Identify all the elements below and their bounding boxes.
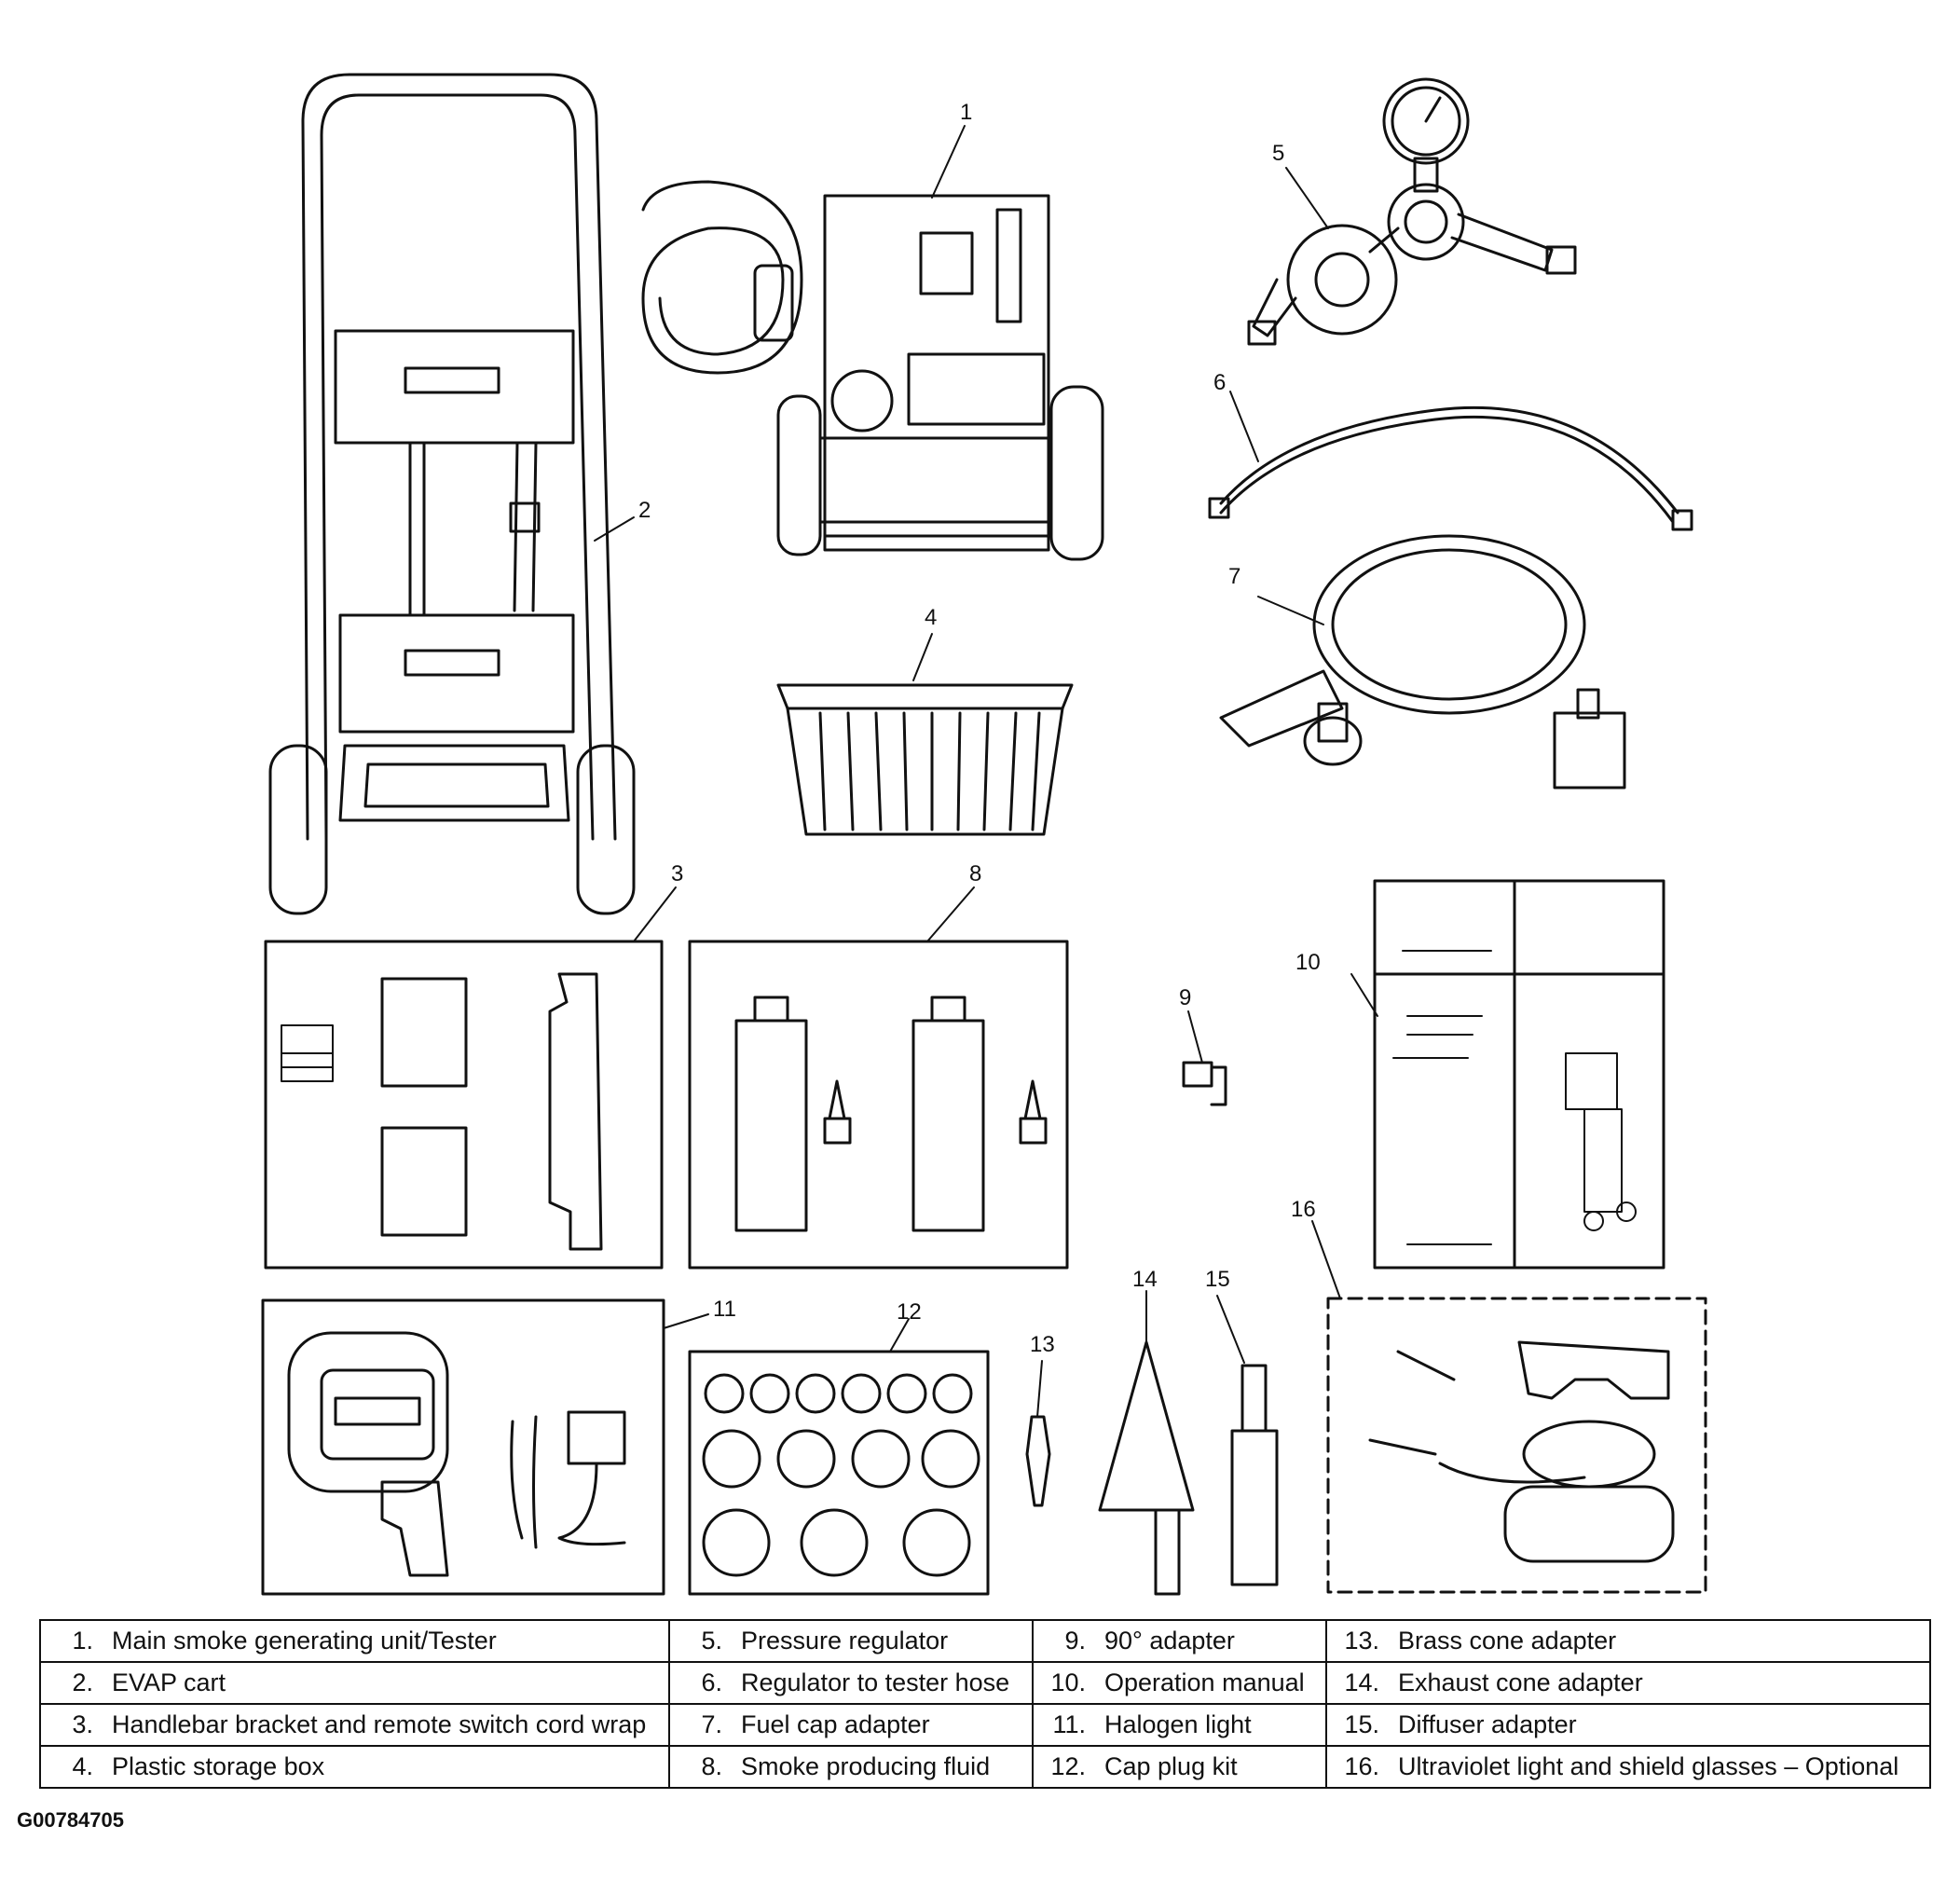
brass-cone-adapter xyxy=(1025,1415,1051,1507)
callout-9: 9 xyxy=(1179,985,1191,1010)
legend-item: 5.Pressure regulator xyxy=(668,1619,1034,1663)
callout-11: 11 xyxy=(713,1297,736,1322)
uv-light-kit xyxy=(1326,1297,1707,1594)
callout-1: 1 xyxy=(960,100,972,125)
figure-code: G00784705 xyxy=(17,1808,124,1832)
callout-14: 14 xyxy=(1132,1267,1158,1292)
callout-6: 6 xyxy=(1213,370,1226,395)
fuel-cap-adapter xyxy=(1219,534,1626,790)
callout-numbers: 1 2 3 4 5 6 7 8 9 10 11 12 13 14 15 16 xyxy=(638,100,1321,1357)
callout-2: 2 xyxy=(638,498,651,523)
legend-row: 2.EVAP cart 6.Regulator to tester hose 1… xyxy=(39,1661,1931,1705)
bracket-kit xyxy=(264,940,664,1270)
legend-item: 9.90° adapter xyxy=(1032,1619,1327,1663)
ninety-degree-adapter xyxy=(1182,1061,1227,1106)
evap-cart xyxy=(268,73,636,915)
legend-item: 7.Fuel cap adapter xyxy=(668,1703,1034,1747)
legend-item: 14.Exhaust cone adapter xyxy=(1325,1661,1931,1705)
legend-row: 3.Handlebar bracket and remote switch co… xyxy=(39,1703,1931,1747)
legend-row: 1.Main smoke generating unit/Tester 5.Pr… xyxy=(39,1619,1931,1663)
operation-manual xyxy=(1373,879,1665,1270)
storage-box xyxy=(776,683,1074,836)
callout-5: 5 xyxy=(1272,141,1284,166)
legend-item: 8.Smoke producing fluid xyxy=(668,1745,1034,1789)
callout-7: 7 xyxy=(1228,564,1240,589)
diffuser-adapter xyxy=(1230,1364,1279,1586)
pressure-regulator xyxy=(1247,77,1577,346)
callout-3: 3 xyxy=(671,861,683,886)
exhaust-cone-adapter xyxy=(1098,1340,1195,1596)
regulator-hose xyxy=(1208,405,1693,531)
cap-plug-kit xyxy=(688,1350,990,1596)
callout-13: 13 xyxy=(1030,1332,1055,1357)
smoke-unit xyxy=(641,180,1104,561)
legend-item: 4.Plastic storage box xyxy=(39,1745,670,1789)
legend-item: 16.Ultraviolet light and shield glasses … xyxy=(1325,1745,1931,1789)
legend-item: 13.Brass cone adapter xyxy=(1325,1619,1931,1663)
callout-4: 4 xyxy=(925,605,937,630)
legend-item: 11.Halogen light xyxy=(1032,1703,1327,1747)
halogen-light-kit xyxy=(261,1298,665,1596)
callout-10: 10 xyxy=(1295,950,1321,975)
legend-row: 4.Plastic storage box 8.Smoke producing … xyxy=(39,1745,1931,1789)
callout-15: 15 xyxy=(1205,1267,1230,1292)
legend-item: 12.Cap plug kit xyxy=(1032,1745,1327,1789)
legend-item: 6.Regulator to tester hose xyxy=(668,1661,1034,1705)
legend-item: 1.Main smoke generating unit/Tester xyxy=(39,1619,670,1663)
legend-item: 3.Handlebar bracket and remote switch co… xyxy=(39,1703,670,1747)
callout-leaders xyxy=(594,125,1378,1418)
fluid-kit xyxy=(688,940,1069,1270)
legend-item: 2.EVAP cart xyxy=(39,1661,670,1705)
kit-illustration: 1 2 3 4 5 6 7 8 9 10 11 12 13 14 15 16 xyxy=(261,73,1707,1596)
callout-12: 12 xyxy=(897,1299,922,1325)
parts-legend-table: 1.Main smoke generating unit/Tester 5.Pr… xyxy=(39,1619,1931,1789)
callout-16: 16 xyxy=(1291,1197,1316,1222)
legend-item: 10.Operation manual xyxy=(1032,1661,1327,1705)
callout-8: 8 xyxy=(969,861,981,886)
legend-item: 15.Diffuser adapter xyxy=(1325,1703,1931,1747)
